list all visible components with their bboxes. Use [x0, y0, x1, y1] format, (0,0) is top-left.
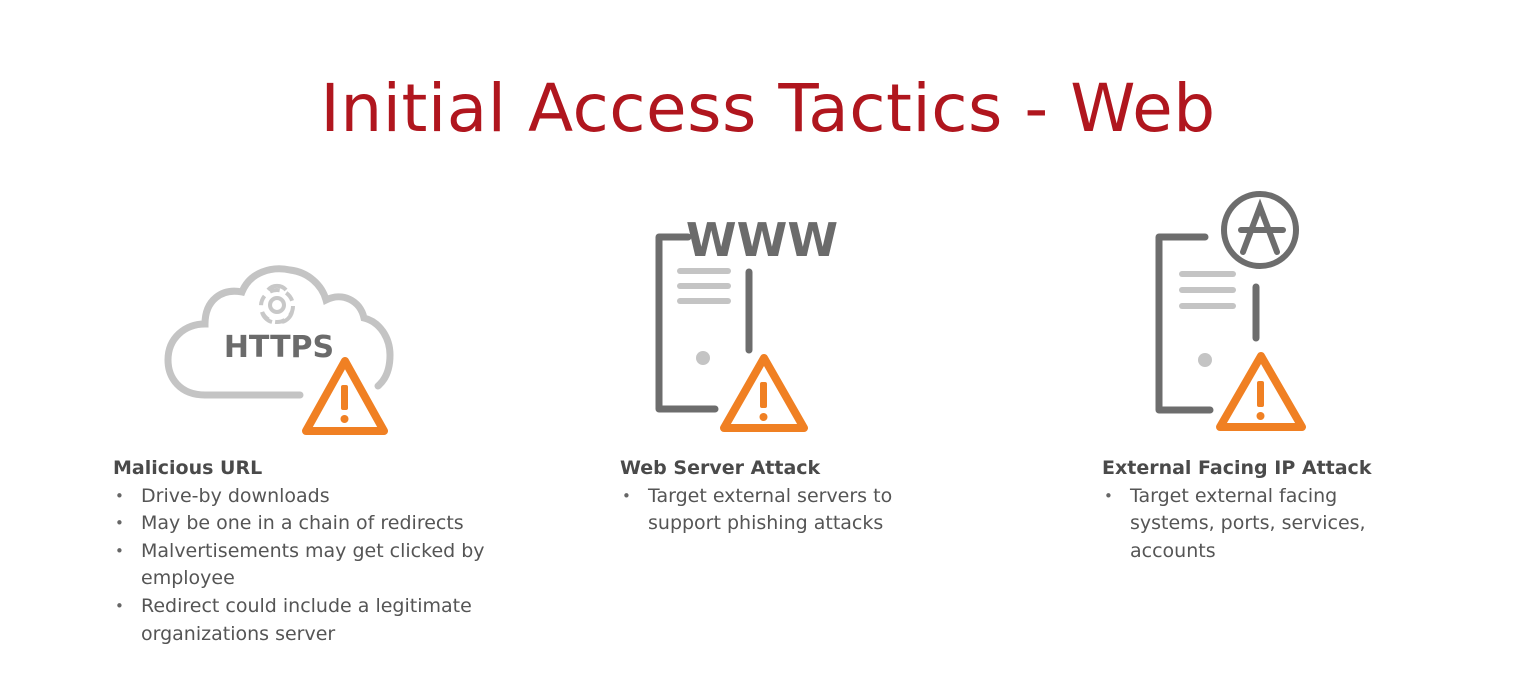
list-item: Target external facing systems, ports, s…	[1102, 483, 1385, 566]
server-icon	[655, 233, 753, 413]
warning-triangle-icon	[1216, 352, 1306, 431]
page-title: Initial Access Tactics - Web	[320, 70, 1216, 147]
list-item: Drive-by downloads	[113, 483, 513, 511]
section-heading: Malicious URL	[113, 457, 263, 479]
anarchy-circle-icon	[1221, 191, 1299, 269]
biohazard-icon	[259, 283, 295, 324]
web-server-attack-section: Web Server Attack Target external server…	[620, 455, 950, 538]
https-label: HTTPS	[224, 330, 334, 365]
list-item: Redirect could include a legitimate orga…	[113, 593, 476, 648]
server-icon	[1155, 233, 1260, 414]
list-item: Malvertisements may get clicked by emplo…	[113, 538, 486, 593]
section-heading: External Facing IP Attack	[1102, 457, 1372, 479]
warning-triangle-icon	[720, 354, 808, 432]
list-item: Target external servers to support phish…	[620, 483, 918, 538]
list-item: May be one in a chain of redirects	[113, 510, 513, 538]
external-facing-ip-attack-section: External Facing IP Attack Target externa…	[1102, 455, 1422, 565]
warning-triangle-icon	[302, 357, 388, 435]
section-heading: Web Server Attack	[620, 457, 821, 479]
cloud-icon	[164, 265, 394, 399]
malicious-url-section: Malicious URL Drive-by downloads May be …	[113, 455, 513, 648]
www-label: WWW	[686, 213, 838, 267]
